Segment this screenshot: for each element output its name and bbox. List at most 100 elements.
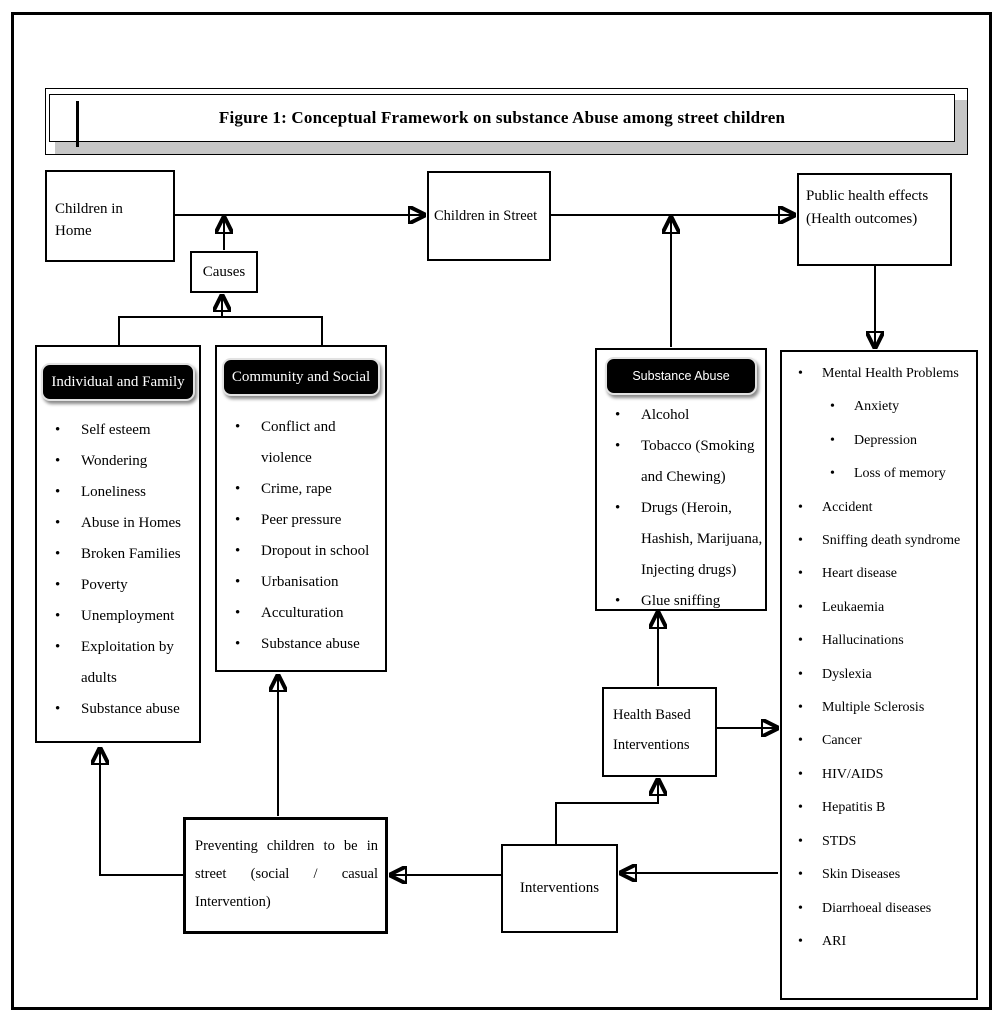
list-item-text: Abuse in Homes (81, 515, 181, 531)
interventions-label: Interventions (519, 880, 600, 896)
bullet-icon: • (798, 633, 803, 649)
bullet-icon: • (798, 900, 803, 916)
preventing-children-box: Preventing children to be in street (soc… (183, 817, 388, 934)
interventions-box: Interventions (501, 844, 618, 933)
list-item-text: STDS (822, 833, 857, 849)
bullet-icon: • (798, 933, 803, 949)
bullet-icon: • (615, 593, 621, 609)
substance-abuse-box: Substance Abuse •Alcohol•Tobacco (Smokin… (595, 348, 767, 611)
substance-abuse-list: •Alcohol•Tobacco (Smoking and Chewing)•D… (597, 400, 765, 617)
bullet-icon: • (798, 733, 803, 749)
list-item-text: Tobacco (Smoking and Chewing) (641, 438, 755, 485)
list-item-text: Hepatitis B (822, 800, 886, 816)
list-item-text: Glue sniffing (641, 593, 721, 609)
list-item-text: Hallucinations (822, 633, 904, 649)
individual-and-family-box: Individual and Family •Self esteem•Wonde… (35, 345, 201, 743)
health-based-interventions-label: Health Based Interventions (613, 707, 691, 753)
list-item-text: Multiple Sclerosis (822, 700, 925, 716)
list-item: • Glue sniffing (611, 586, 763, 617)
bullet-icon: • (798, 533, 803, 549)
list-item-text: Dropout in school (261, 543, 370, 559)
bullet-icon: • (798, 499, 803, 515)
bullet-icon: • (235, 605, 241, 621)
bullet-icon: • (798, 800, 803, 816)
causes-box: Causes (190, 251, 258, 293)
list-item-text: Wondering (81, 453, 148, 469)
list-item-text: Accident (822, 499, 873, 515)
list-item-text: Self esteem (81, 422, 151, 438)
list-item: •Drugs (Heroin, Hashish, Marijuana, Inje… (611, 493, 763, 586)
figure-title-inner-panel: Figure 1: Conceptual Framework on substa… (49, 94, 955, 147)
bullet-icon: • (798, 566, 803, 582)
bullet-icon: • (55, 608, 61, 624)
figure-title-bar: Figure 1: Conceptual Framework on substa… (45, 88, 968, 155)
community-and-social-header: Community and Social (222, 358, 380, 396)
list-item: •Wondering (51, 446, 197, 477)
health-outcomes-box: •Mental Health Problems•Anxiety•Depressi… (780, 350, 978, 1000)
bullet-icon: • (798, 867, 803, 883)
bullet-icon: • (55, 546, 61, 562)
list-item-text: Dyslexia (822, 666, 872, 682)
list-item-text: Conflict and violence (261, 419, 336, 466)
list-item-text: Urbanisation (261, 574, 339, 590)
bullet-icon: • (55, 577, 61, 593)
bullet-icon: • (830, 466, 835, 482)
substance-abuse-header: Substance Abuse (605, 357, 757, 395)
list-item: •HIV/AIDS (794, 758, 974, 791)
preventing-children-label: Preventing children to be in street (soc… (195, 838, 378, 910)
bullet-icon: • (55, 422, 61, 438)
bullet-icon: • (235, 512, 241, 528)
list-item: •Substance abuse (51, 694, 197, 725)
bullet-icon: • (235, 636, 241, 652)
list-item: •Multiple Sclerosis (794, 691, 974, 724)
list-item: •Conflict and violence (231, 412, 383, 474)
list-item-text: Sniffing death syndrome (822, 533, 961, 549)
bullet-icon: • (235, 543, 241, 559)
list-item: • Substance abuse (231, 629, 383, 660)
list-item: • Abuse in Homes (51, 508, 197, 539)
bullet-icon: • (615, 500, 621, 516)
list-item: •Loss of memory (826, 457, 974, 490)
bullet-icon: • (798, 366, 803, 381)
list-item-text: Diarrhoeal diseases (822, 900, 932, 916)
list-item: • Poverty (51, 570, 197, 601)
bullet-icon: • (798, 666, 803, 682)
list-item: •Loneliness (51, 477, 197, 508)
list-item-text: ARI (822, 933, 847, 949)
list-item-text: Leukaemia (822, 599, 885, 615)
list-item: •Heart disease (794, 557, 974, 590)
list-item: •Broken Families (51, 539, 197, 570)
bullet-icon: • (235, 481, 241, 497)
bullet-icon: • (55, 639, 61, 655)
bullet-icon: • (235, 574, 241, 590)
list-item: •Tobacco (Smoking and Chewing) (611, 431, 763, 493)
list-item-text: Unemployment (81, 608, 175, 624)
children-in-street-box: Children in Street (427, 171, 551, 261)
list-item: • Cancer (794, 724, 974, 757)
public-health-effects-label: Public health effects (Health outcomes) (806, 188, 929, 227)
public-health-effects-box: Public health effects (Health outcomes) (797, 173, 952, 266)
figure-title: Figure 1: Conceptual Framework on substa… (218, 108, 786, 127)
list-item-text: Cancer (822, 733, 862, 749)
list-item-text: Mental Health Problems (822, 366, 959, 381)
list-item: •Anxiety (826, 390, 974, 423)
children-in-home-box: Children in Home (45, 170, 175, 262)
list-item: •Skin Diseases (794, 858, 974, 891)
list-item: • ARI (794, 925, 974, 958)
list-item: • Diarrhoeal diseases (794, 892, 974, 925)
individual-and-family-list: •Self esteem•Wondering•Loneliness•Abuse … (37, 415, 199, 725)
bullet-icon: • (798, 766, 803, 782)
list-item-text: Crime, rape (261, 481, 332, 497)
bullet-icon: • (55, 515, 61, 531)
list-item-text: Substance abuse (261, 636, 360, 652)
community-and-social-list: •Conflict and violence•Crime, rape•Peer … (217, 412, 385, 660)
bullet-icon: • (615, 407, 621, 423)
list-item-text: Poverty (81, 577, 128, 593)
list-item: •Leukaemia (794, 591, 974, 624)
list-item: •Alcohol (611, 400, 763, 431)
children-in-street-label: Children in Street (434, 207, 538, 224)
health-outcomes-list: •Mental Health Problems•Anxiety•Depressi… (782, 357, 976, 958)
list-item: • Acculturation (231, 598, 383, 629)
list-item-text: Acculturation (261, 605, 344, 621)
